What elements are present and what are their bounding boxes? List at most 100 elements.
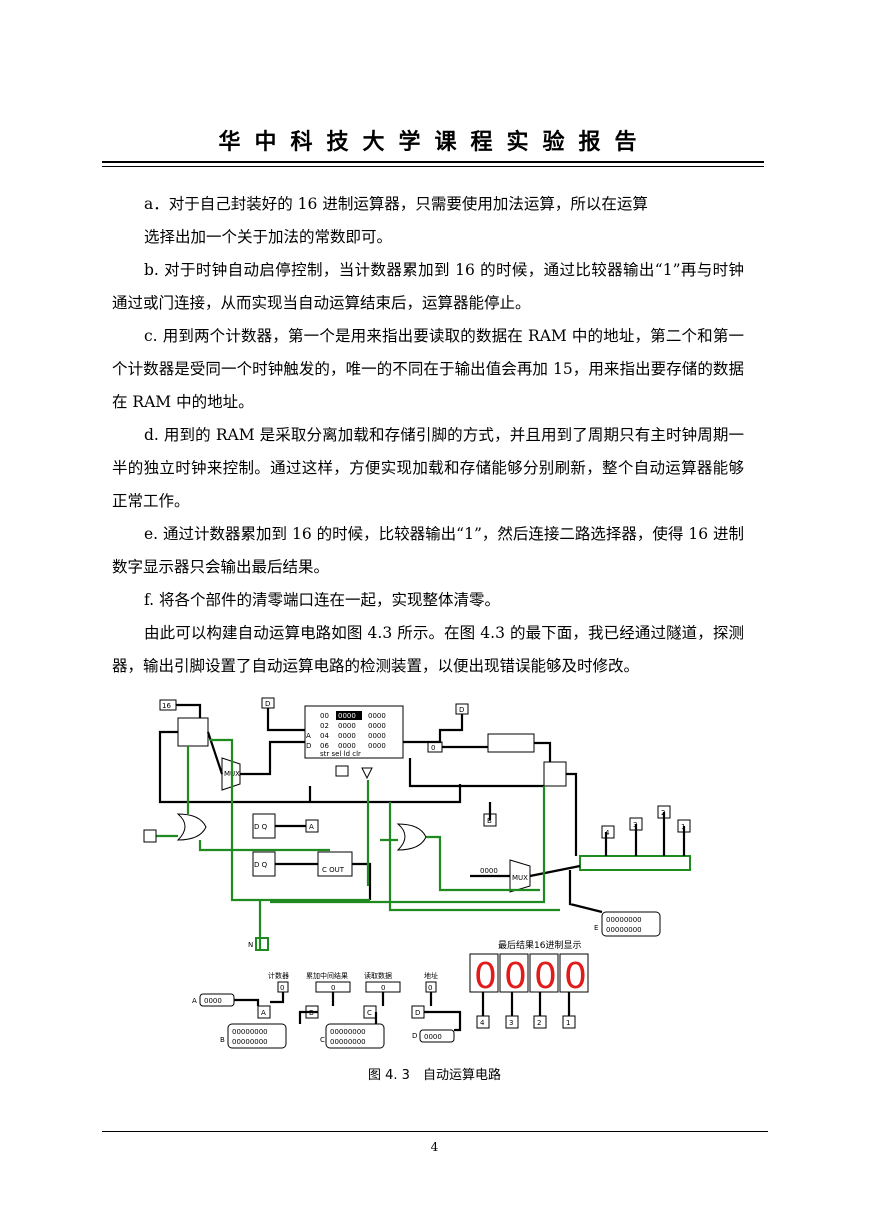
reset-button[interactable] [255,937,269,951]
constant-0000-label: 0000 [480,867,498,875]
footer-rule [102,1131,768,1132]
tunnel-d-right-label: D [459,706,464,714]
display-pin-1-label: 1 [566,1019,570,1027]
paragraph-b: b. 对于时钟自动启停控制，当计数器累加到 16 的时候，通过比较器输出“1”再… [112,254,744,320]
ram-port-d: D [306,742,311,750]
page-number: 4 [430,1140,439,1154]
ram-row-2: 04 [320,732,329,740]
buffer-triangle [361,767,373,780]
ram-value-6: 0000 [338,742,356,750]
probe-b-label: B [220,1036,225,1044]
tunnel-b-label: B [487,817,492,825]
paragraph-f-text: f. 将各个部件的清零端口连在一起，实现整体清零。 [144,591,501,609]
constant-16-label: 16 [162,702,171,710]
header-rule-thick [102,161,764,163]
paragraph-d-text: d. 用到的 RAM 是采取分离加载和存储引脚的方式，并且用到了周期只有主时钟周… [112,426,744,510]
probe-d [419,1029,455,1043]
flip-flop-1-label: D Q [254,823,268,831]
ram-row-3: 06 [320,742,329,750]
tunnel-a-label: A [309,823,314,831]
probe-e-bits-1: 00000000 [606,916,642,924]
mux-bottom-label: MUX [512,874,528,882]
probe-label-read: 读取数据 [364,971,392,980]
clock-left [143,829,157,843]
paragraph-f: f. 将各个部件的清零端口连在一起，实现整体清零。 [112,584,744,617]
tunnel-d-top-label: D [265,700,270,708]
paragraph-b-text: b. 对于时钟自动启停控制，当计数器累加到 16 的时候，通过比较器输出“1”再… [112,261,744,312]
hex-digit-box-2 [499,953,529,993]
tunnel-d-bottom-label: D [415,1009,420,1017]
probe-c [325,1023,385,1049]
flip-flop-2-label: D Q [254,861,268,869]
ram-port-a: A [306,732,311,740]
probe-address-value: 0 [428,984,432,992]
ram-selected-cell [336,711,362,720]
display-pin-2-label: 2 [537,1019,541,1027]
probe-d-bits: 0000 [424,1033,442,1041]
tunnel-n-label: N [248,941,253,949]
paragraph-e: e. 通过计数器累加到 16 的时候，比较器输出“1”，然后连接二路选择器，使得… [112,518,744,584]
report-header-title: 华中科技大学课程实验报告 [218,130,651,155]
comparator-block [177,717,209,747]
header-rule-thin [102,166,764,167]
probe-label-counter: 计数器 [268,971,289,980]
mux-bottom [509,859,531,893]
figure-caption: 图 4. 3 自动运算电路 [368,1068,501,1083]
circuit-diagram: .blk{stroke:#000;stroke-width:2.2;fill:n… [143,697,691,1049]
hex-digit-box-3 [529,953,559,993]
or-gate-left [176,813,207,841]
probe-label-accum: 累加中间结果 [306,971,348,980]
hex-digit-1: 0 [474,956,497,997]
paragraph-c-text: c. 用到两个计数器，第一个是用来指出要读取的数据在 RAM 中的地址，第二个和… [112,327,744,411]
paragraph-d: d. 用到的 RAM 是采取分离加载和存储引脚的方式，并且用到了周期只有主时钟周… [112,419,744,518]
probe-e-bits-2: 00000000 [606,926,642,934]
comparator-right [487,733,535,753]
probe-c-bits-2: 00000000 [330,1038,366,1046]
probe-e [601,911,661,937]
or-gate-mid [396,823,427,851]
probe-b [227,1023,287,1049]
probe-read-value: 0 [381,984,385,992]
ram-value-0: 0000 [338,712,356,720]
tunnel-a-bottom [257,1005,271,1019]
paragraph-a: a．对于自己封装好的 16 进制运算器，只需要使用加法运算，所以在运算 选择出加… [112,188,744,254]
hex-digit-box-1 [469,953,499,993]
ram-value-2: 0000 [338,722,356,730]
display-title: 最后结果16进制显示 [498,939,581,951]
pin-4-label: 4 [605,829,610,837]
hex-digit-3: 0 [534,956,557,997]
clock-small [335,765,349,777]
hex-digit-4: 0 [564,956,587,997]
ram-value-1: 0000 [368,712,386,720]
paragraph-g-text: 由此可以构建自动运算电路如图 4.3 所示。在图 4.3 的最下面，我已经通过隧… [112,624,744,675]
ram-row-0: 00 [320,712,329,720]
adder-label: C OUT [322,866,345,874]
probe-counter-value: 0 [280,984,284,992]
paragraph-a-line2: 选择出加一个关于加法的常数即可。 [144,228,393,246]
register-right [543,761,567,787]
hex-digit-box-4 [559,953,589,993]
probe-a-bits: 0000 [204,997,222,1005]
ram-value-3: 0000 [368,722,386,730]
probe-c-bits-1: 00000000 [330,1028,366,1036]
ram-value-4: 0000 [338,732,356,740]
paragraph-e-text: e. 通过计数器累加到 16 的时候，比较器输出“1”，然后连接二路选择器，使得… [112,525,744,576]
tunnel-a-bottom-label: A [261,1009,266,1017]
display-pin-4-label: 4 [480,1019,485,1027]
probe-label-address: 地址 [424,971,438,980]
tunnel-c-bottom-label: C [367,1009,372,1017]
paragraph-g: 由此可以构建自动运算电路如图 4.3 所示。在图 4.3 的最下面，我已经通过隧… [112,617,744,683]
hex-digit-2: 0 [504,956,527,997]
probe-b-bits-1: 00000000 [232,1028,268,1036]
constant-0-label: 0 [431,744,435,752]
paragraph-a-line1: a．对于自己封装好的 16 进制运算器，只需要使用加法运算，所以在运算 [144,195,648,213]
probe-a-label: A [192,997,197,1005]
hex-display: 0 0 0 0 [469,953,589,997]
probe-c-label: C [320,1036,325,1044]
display-pin-3-label: 3 [509,1019,513,1027]
ram-value-7: 0000 [368,742,386,750]
probe-d-label: D [412,1032,417,1040]
probe-e-label: E [594,924,598,932]
probe-accum-value: 0 [331,984,335,992]
ram-ports-label: str sel ld clr [320,750,361,758]
